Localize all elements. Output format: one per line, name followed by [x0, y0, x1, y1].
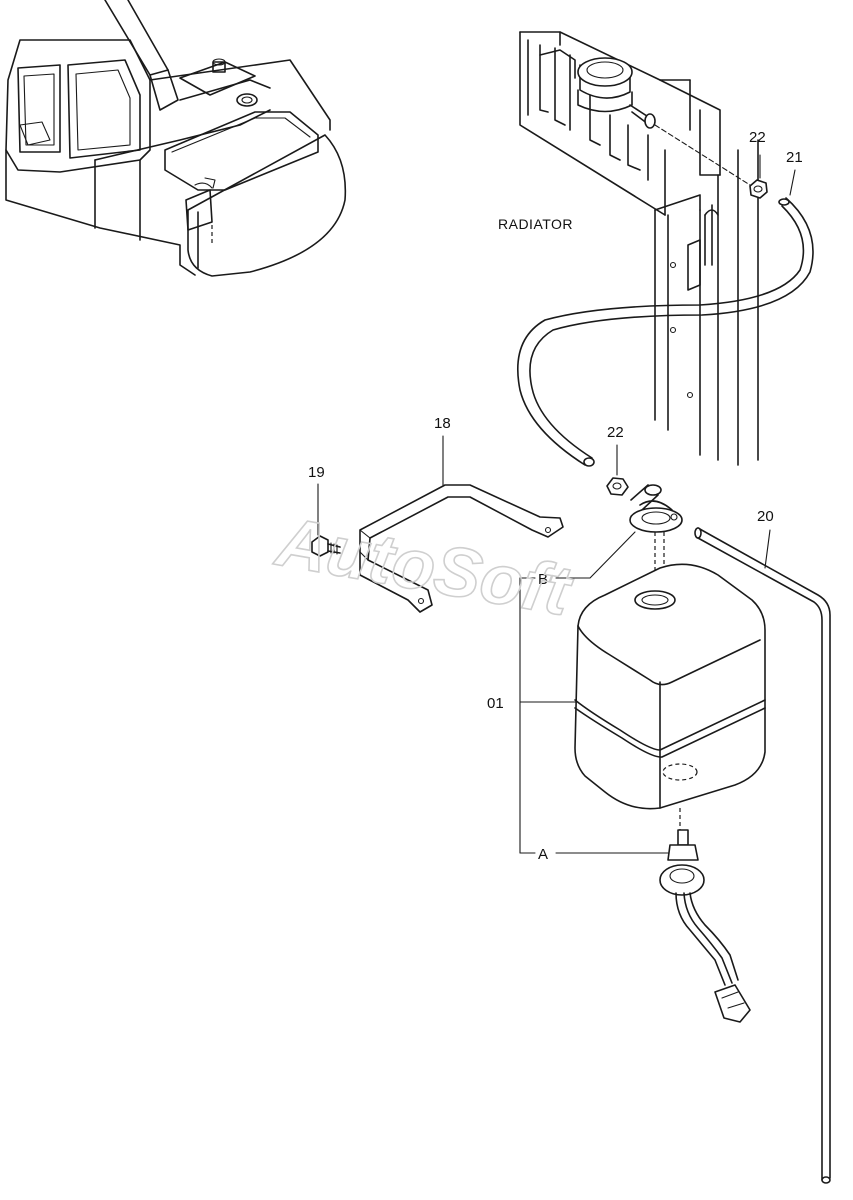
- leader-b: [519, 531, 636, 579]
- bolt-19: [311, 483, 341, 557]
- part-18-label: 18: [434, 415, 451, 432]
- excavator-overview-illustration: [5, 0, 347, 277]
- radiator-illustration: [519, 31, 759, 466]
- nut-22-top: [749, 154, 768, 199]
- hose-21: [517, 169, 814, 467]
- bracket-18: [359, 435, 564, 613]
- radiator-label: RADIATOR: [498, 216, 573, 232]
- watermark-text: AutoSoft: [269, 502, 578, 631]
- ref-b-label: B: [538, 571, 548, 588]
- level-sensor-a: [659, 808, 751, 1023]
- part-20-label: 20: [757, 508, 774, 525]
- part-01-label: 01: [487, 695, 504, 712]
- part-21-label: 21: [786, 149, 803, 166]
- part-19-label: 19: [308, 464, 325, 481]
- ref-a-label: A: [538, 846, 548, 863]
- part-22-top-label: 22: [749, 129, 766, 146]
- tube-20: [694, 527, 831, 1184]
- part-22-mid-label: 22: [607, 424, 624, 441]
- reserve-tank-01: [574, 563, 766, 810]
- tank-cap-b: [629, 484, 683, 590]
- nut-22-mid: [606, 444, 629, 496]
